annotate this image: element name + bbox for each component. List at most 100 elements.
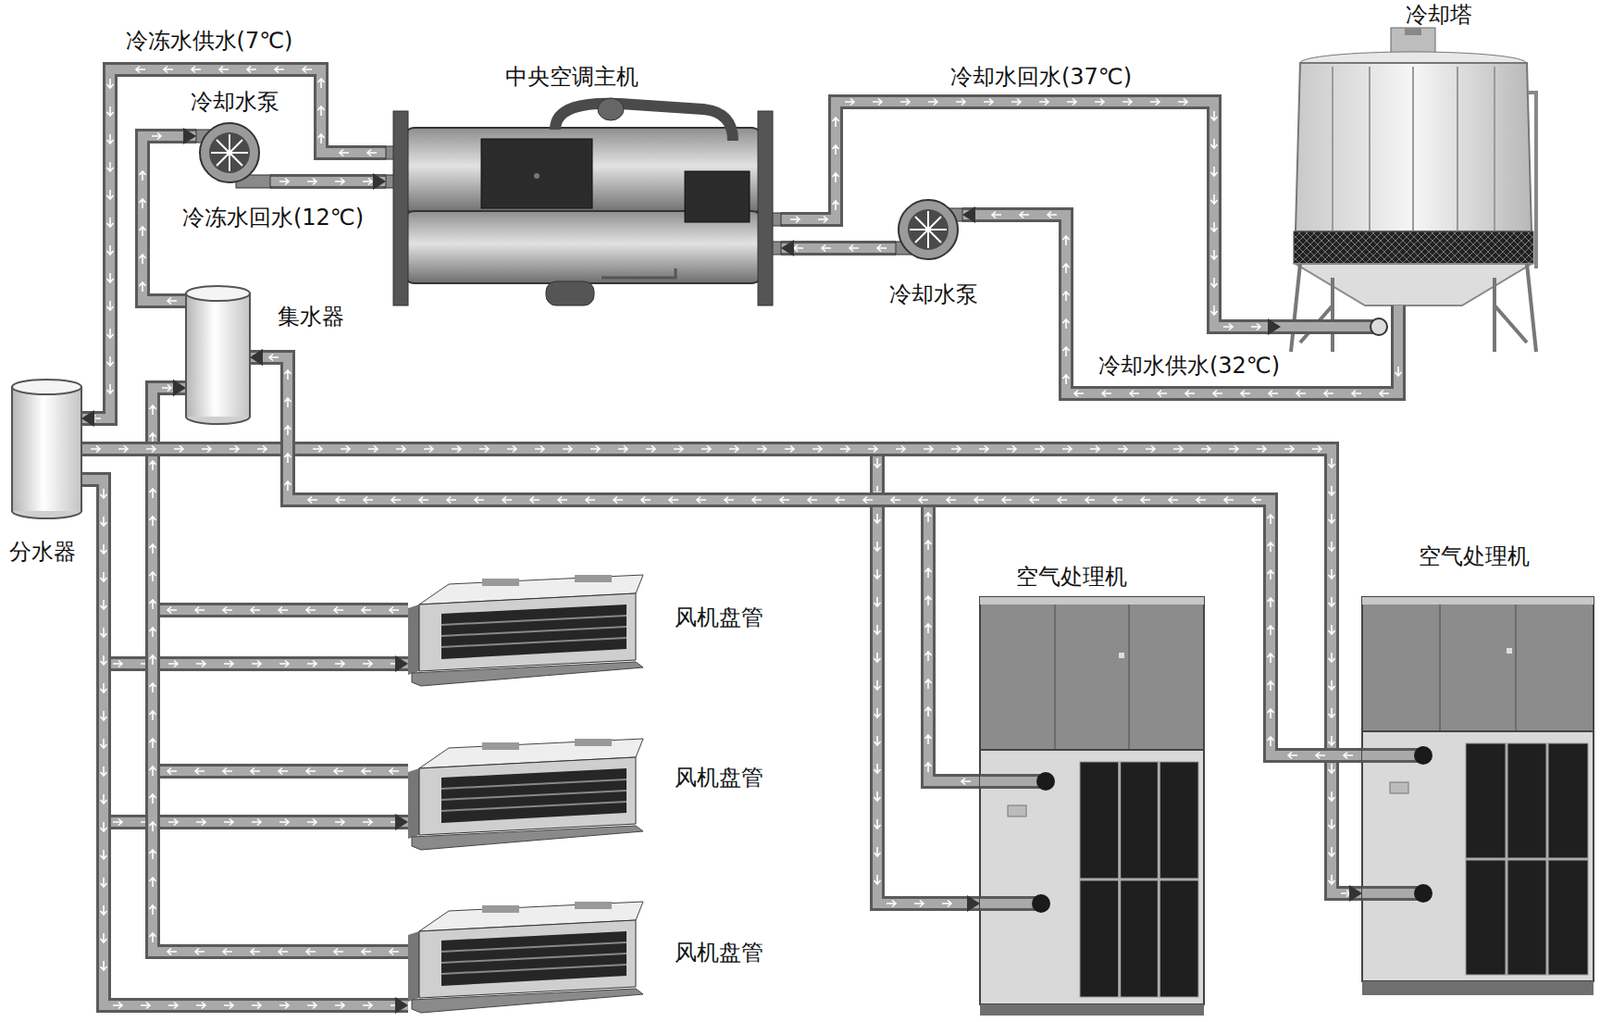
label-holder: 冷却水泵 (190, 89, 280, 114)
cooling-tower-illustration-part (1332, 66, 1495, 232)
air-handler-illustration (979, 596, 1204, 1016)
air-handler-illustration-part (1389, 781, 1409, 794)
label-holder: 风机盘管 (674, 765, 764, 790)
flow-chevrons (139, 133, 178, 305)
cooling-tower-illustration-part (1370, 318, 1388, 335)
cooling-tower-illustration-part (1295, 62, 1532, 232)
equipment-label: 风机盘管 (674, 604, 764, 631)
water-pipe (81, 66, 386, 428)
equipment-node: 冷却塔 (1280, 25, 1541, 358)
flow-arrowhead (249, 348, 263, 366)
air-handler-illustration-part (979, 1004, 1204, 1016)
equipment-node: 中央空调主机 (385, 97, 782, 309)
flow-arrowhead (395, 655, 409, 672)
fan-coil-illustration (408, 574, 644, 686)
equipment-node: 风机盘管 (408, 570, 644, 695)
pipe-core (81, 69, 386, 419)
air-handler-illustration-part (1036, 771, 1055, 791)
air-handler-illustration-part (1007, 805, 1027, 817)
flow-arrowhead (183, 127, 197, 145)
fan-coil-illustration-part (574, 901, 612, 909)
air-handler-illustration-part (1079, 761, 1199, 997)
collector-cylinder-part (186, 293, 250, 417)
pump-illustration-part (909, 210, 947, 249)
label-holder: 分水器 (9, 539, 76, 564)
collector-cylinder-part (186, 285, 250, 301)
equipment-label: 冷却水泵 (190, 88, 280, 115)
pump-illustration (196, 123, 271, 188)
air-handler-illustration-part (1054, 604, 1129, 750)
air-handler-illustration-part (1362, 596, 1594, 605)
flow-chevrons (269, 354, 971, 785)
pipe-wall (249, 357, 980, 782)
fan-coil-illustration-part (574, 738, 612, 746)
pipe-label: 冷却水供水(32℃) (1096, 352, 1282, 379)
air-handler-illustration-part (979, 776, 1046, 786)
pipe-core (249, 357, 980, 782)
equipment-label: 风机盘管 (674, 764, 764, 791)
cooling-tower-illustration-part (1290, 263, 1537, 352)
equipment-node: 风机盘管 (408, 734, 644, 853)
pipe-label: 冷却水回水(37℃) (948, 63, 1134, 90)
fan-coil-illustration-part (411, 988, 644, 1013)
equipment-node: 冷却水泵 (895, 197, 963, 262)
fan-coil-illustration-part (482, 578, 520, 586)
pipe-label-holder: 冷冻水回水(12℃) (180, 205, 366, 230)
fan-coil-illustration-part (408, 930, 420, 1002)
air-handler-illustration-part (1362, 980, 1594, 995)
flow-arrowhead (967, 894, 980, 912)
fan-coil-illustration-part (482, 905, 520, 913)
chiller-illustration-part (393, 111, 409, 306)
cooling-tower-illustration (1280, 27, 1538, 358)
equipment-label: 冷却水泵 (889, 281, 979, 308)
air-handler-illustration-part (979, 749, 1204, 1005)
fan-coil-illustration-part (482, 742, 520, 750)
pipe-core (781, 243, 896, 253)
water-pipe (781, 239, 896, 257)
pipe-label-holder: 冷却水回水(37℃) (948, 64, 1134, 89)
fan-coil-illustration-part (408, 604, 420, 675)
equipment-node: 空气处理机 (979, 596, 1204, 1016)
water-pipe (81, 479, 409, 672)
water-pipe (270, 173, 386, 190)
fan-coil-illustration-part (441, 615, 627, 647)
water-pipe (249, 348, 1363, 759)
collector-cylinder (186, 285, 250, 424)
equipment-label: 冷却塔 (1405, 1, 1473, 28)
cooling-tower-illustration-part (1528, 92, 1538, 269)
flow-chevrons (793, 245, 887, 252)
water-pipe (149, 379, 410, 956)
chiller-illustration-part (533, 173, 540, 179)
equipment-node: 冷却水泵 (196, 120, 271, 186)
flow-chevrons (149, 384, 400, 956)
fan-coil-illustration (408, 738, 644, 850)
distributor-cylinder-part (12, 386, 82, 511)
cooling-tower-illustration-part (1393, 305, 1403, 358)
chiller-illustration-part (545, 281, 595, 306)
flow-arrowhead (1349, 884, 1363, 902)
flow-arrowhead (781, 239, 794, 257)
chiller-illustration-part (555, 103, 733, 141)
cooling-tower-illustration-part (1280, 319, 1377, 335)
fan-coil-illustration-part (574, 574, 612, 583)
cooling-tower-illustration-part (1404, 27, 1422, 36)
flow-arrowhead (395, 813, 409, 831)
fan-coil-illustration-part (408, 768, 420, 839)
water-pipe (149, 379, 410, 775)
fan-coil-illustration-part (441, 779, 627, 811)
pump-illustration-part (907, 209, 949, 250)
fan-coil-illustration (408, 901, 644, 1013)
chiller-illustration-part (597, 98, 624, 121)
label-holder: 空气处理机 (1418, 544, 1530, 569)
pipe-wall (81, 448, 980, 904)
flow-arrowhead (395, 996, 409, 1014)
pipe-label: 冷冻水供水(7℃) (124, 27, 296, 54)
pipe-wall (81, 69, 386, 419)
equipment-label: 空气处理机 (1016, 563, 1128, 590)
pipe-label-holder: 冷冻水供水(7℃) (124, 28, 296, 53)
flow-arrowhead (81, 409, 95, 427)
air-handler-illustration-part (979, 596, 1204, 605)
pipe-wall (81, 479, 409, 1005)
